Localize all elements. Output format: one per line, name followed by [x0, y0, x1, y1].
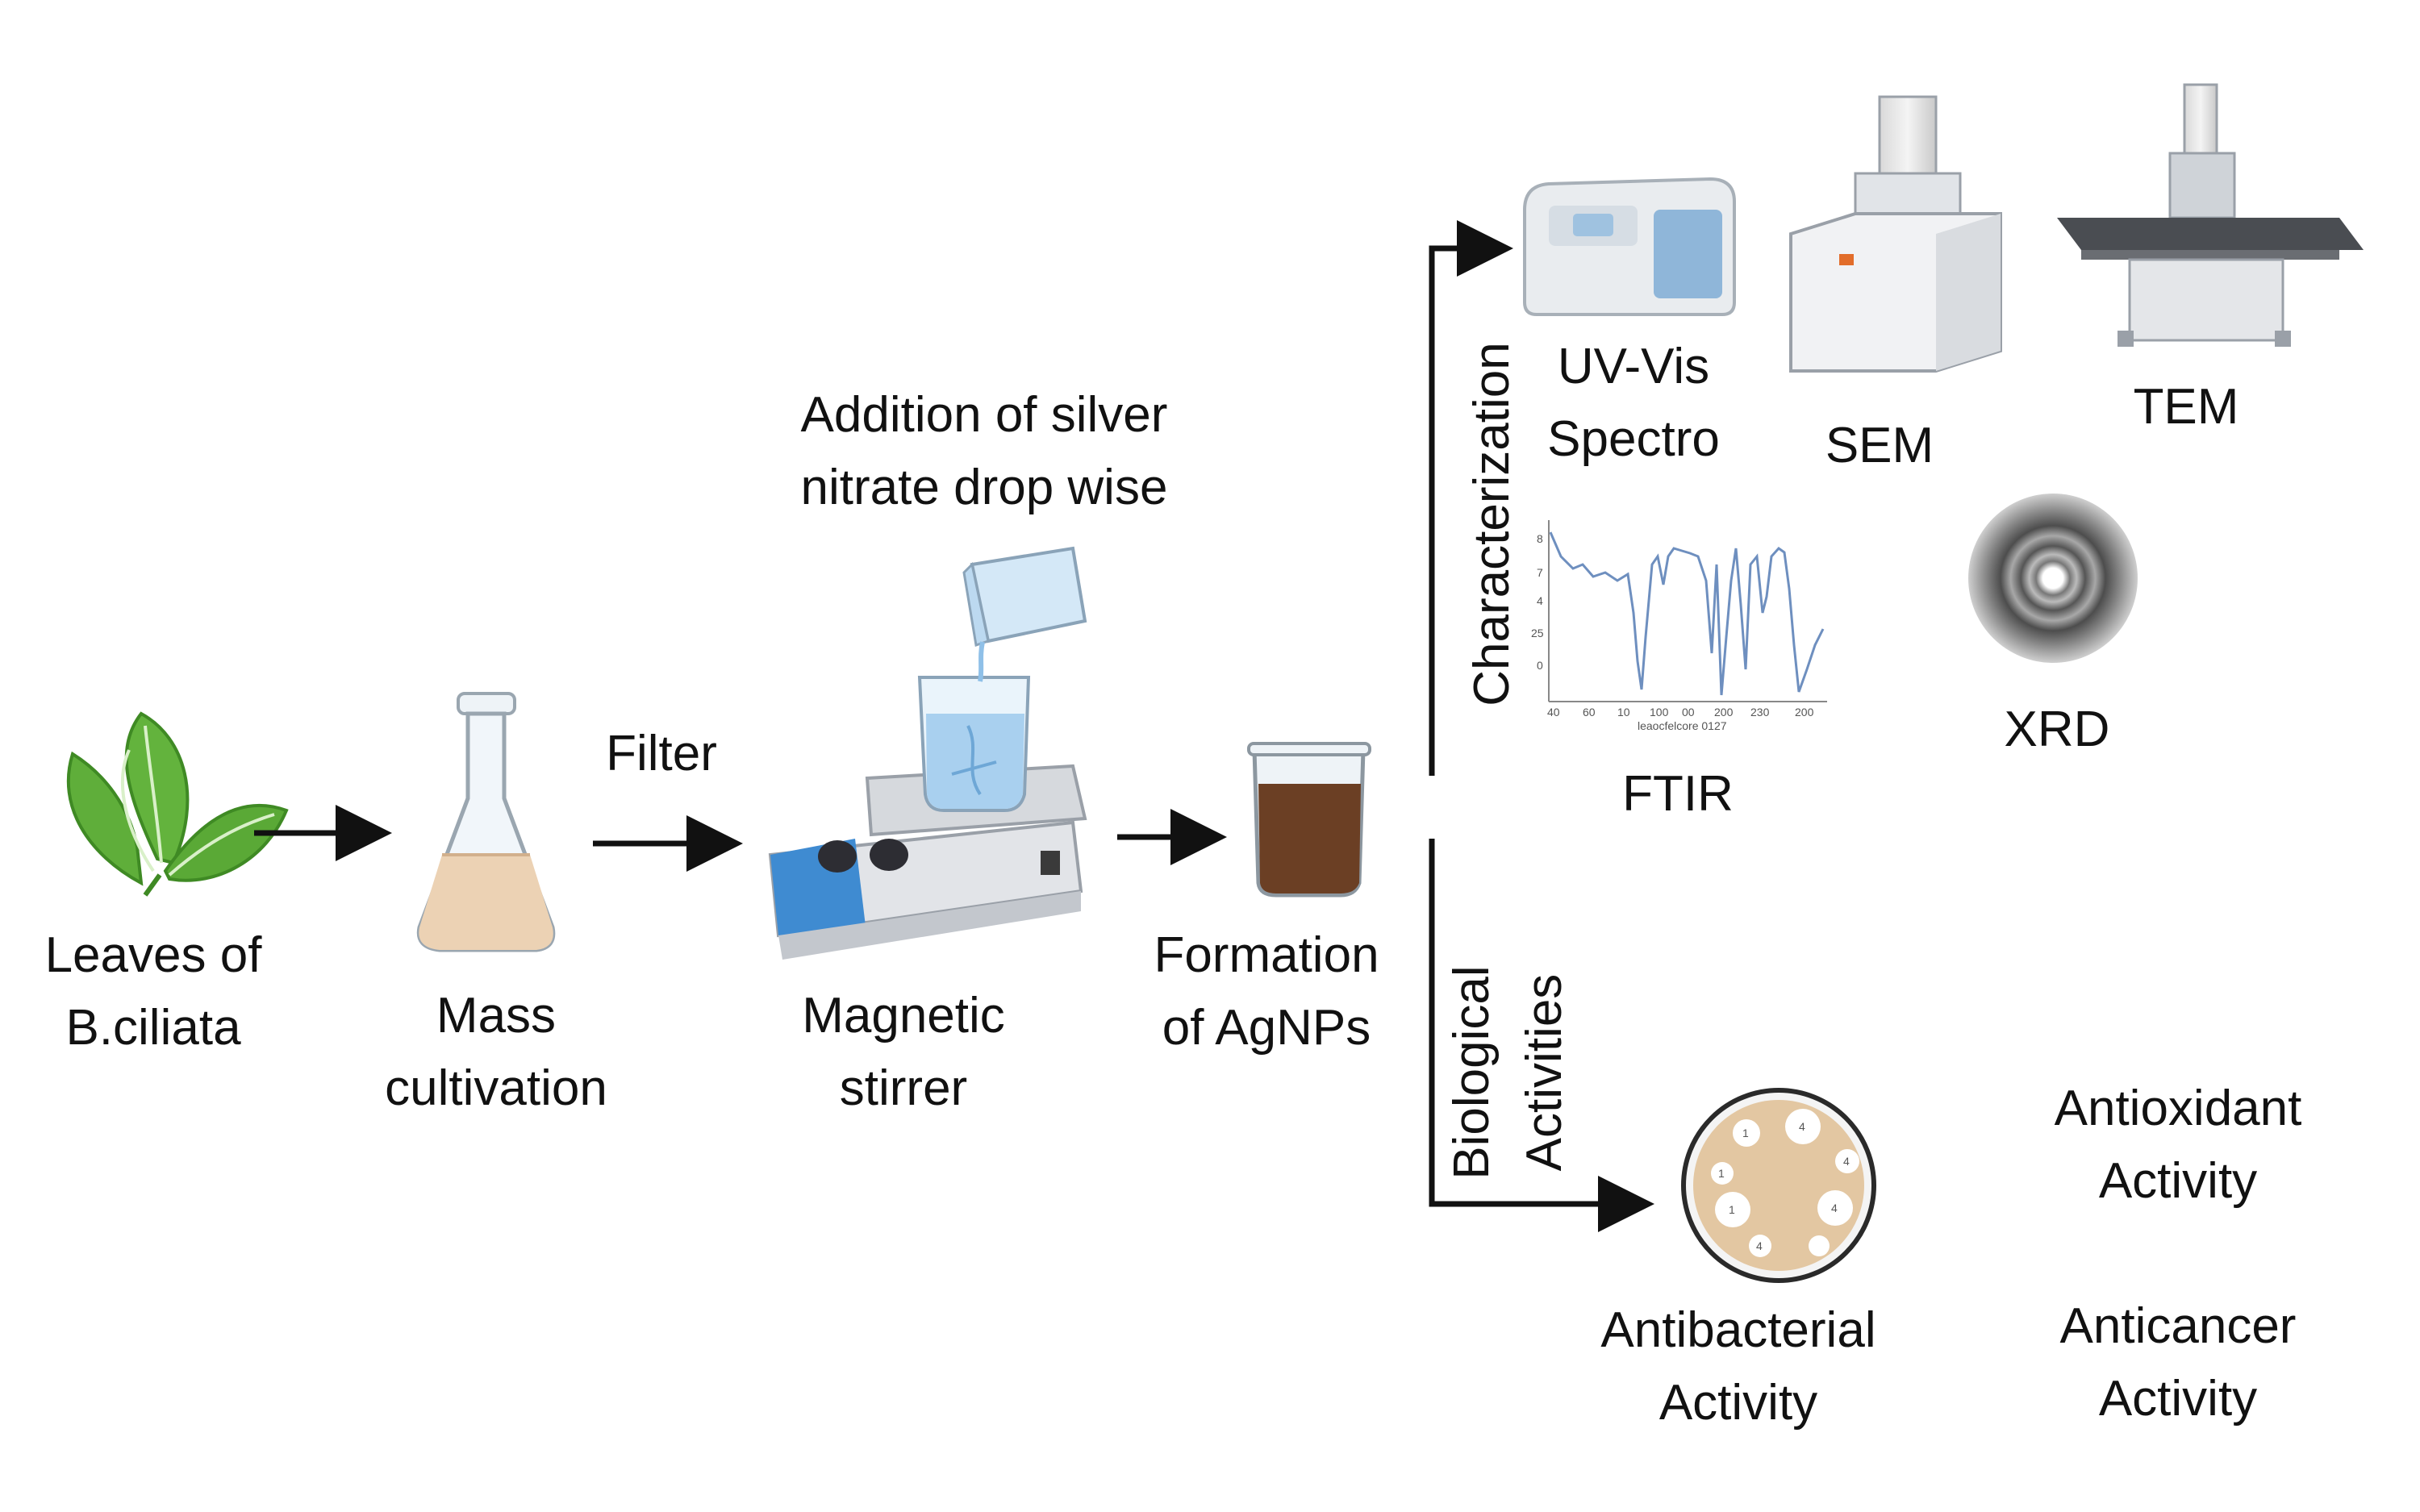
ftir-x-tick: 230	[1750, 706, 1770, 719]
petri-dish-icon: 1 4 4 1 1 4 4	[1681, 1088, 1876, 1283]
leaves-icon	[66, 711, 289, 897]
well-label: 1	[1729, 1203, 1735, 1216]
ftir-spectrum-line	[1549, 531, 1825, 696]
inhibition-zone: 4	[1785, 1109, 1821, 1144]
inhibition-zone: 4	[1817, 1190, 1853, 1226]
pouring-beaker-icon	[962, 546, 1087, 682]
ftir-x-tick: 200	[1714, 706, 1734, 719]
ftir-x-tick: 00	[1682, 706, 1695, 719]
well-label: 4	[1756, 1239, 1763, 1252]
inhibition-zone: 4	[1749, 1235, 1771, 1257]
flask-icon	[416, 692, 556, 952]
well-label: 4	[1799, 1120, 1805, 1133]
sem-label: SEM	[1825, 418, 1934, 473]
ftir-x-tick: 200	[1795, 706, 1814, 719]
ftir-x-tick: 100	[1650, 706, 1669, 719]
xrd-label: XRD	[2004, 702, 2110, 757]
inhibition-zone: 1	[1715, 1192, 1750, 1227]
well-label: 4	[1831, 1202, 1838, 1214]
inhibition-zone: 1	[1733, 1119, 1760, 1147]
ftir-spectrum-chart: 8 7 4 25 0 40 60 10 100 00 200 230 200 l…	[1531, 520, 1827, 732]
ftir-y-tick: 0	[1537, 659, 1543, 672]
well-label: 1	[1718, 1167, 1725, 1180]
branch-biological-line	[1429, 839, 1654, 1232]
magnetic-stirrer-icon	[768, 676, 1087, 960]
branch-characterization-line	[1429, 220, 1513, 776]
ftir-y-tick: 8	[1537, 532, 1543, 545]
filter-label: Filter	[606, 726, 717, 781]
well-label: 4	[1843, 1155, 1850, 1168]
inhibition-zone: 4	[1835, 1149, 1859, 1173]
agnp-beaker-icon	[1247, 742, 1371, 898]
xrd-pattern-icon	[1968, 494, 2138, 663]
ftir-label: FTIR	[1622, 766, 1734, 822]
tem-instrument-icon	[2057, 83, 2364, 347]
inhibition-zone: 1	[1711, 1162, 1734, 1185]
ftir-y-tick: 25	[1531, 627, 1544, 639]
inhibition-zone	[1809, 1235, 1830, 1256]
tem-label: TEM	[2133, 379, 2239, 435]
ftir-x-tick: 60	[1583, 706, 1596, 719]
ftir-y-tick: 4	[1537, 594, 1543, 607]
well-label: 1	[1742, 1127, 1749, 1139]
ftir-y-tick: 7	[1537, 566, 1543, 579]
ftir-x-tick: 40	[1547, 706, 1560, 719]
uvvis-instrument-icon	[1523, 177, 1736, 316]
sem-instrument-icon	[1789, 95, 2002, 373]
ftir-x-axis-label: leaocfelcore 0127	[1638, 719, 1727, 732]
ftir-x-tick: 10	[1617, 706, 1630, 719]
